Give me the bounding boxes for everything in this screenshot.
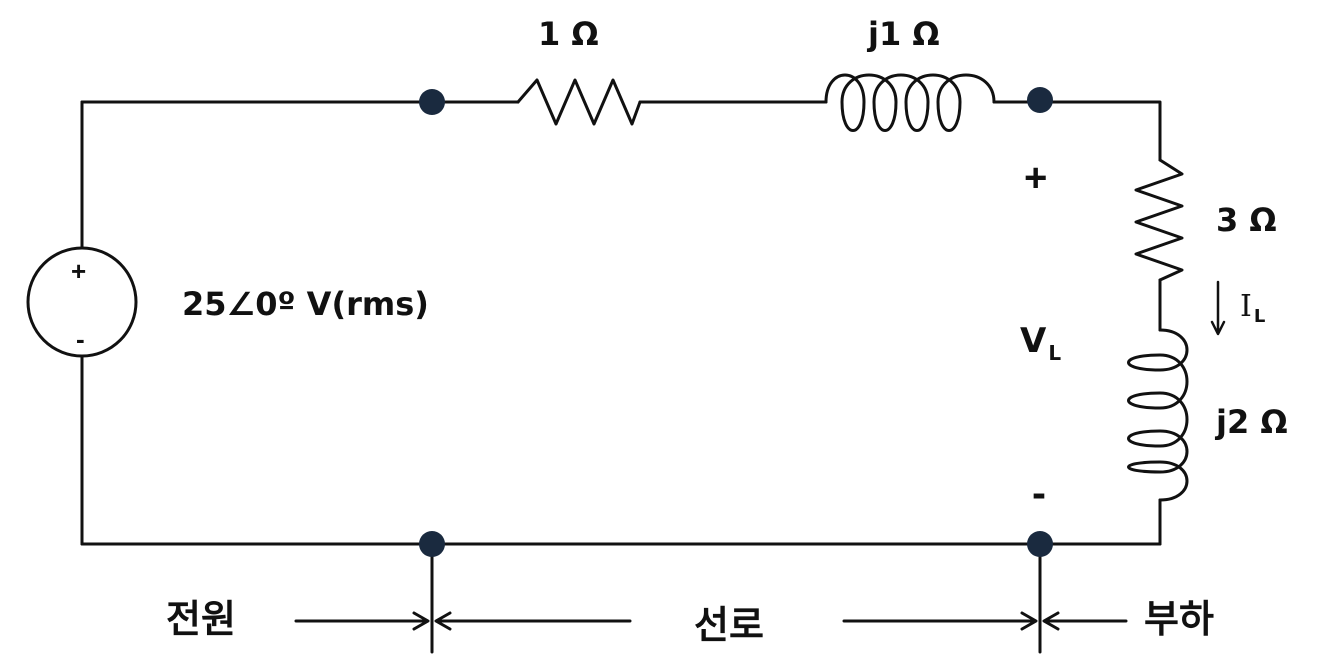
- load-section-label: 부하: [1144, 597, 1214, 641]
- line-section-arrow-right: [842, 611, 1038, 631]
- source-voltage-label: 25∠0º V(rms): [182, 285, 429, 323]
- load-current-subscript: L: [1253, 306, 1266, 327]
- source-minus-sign: -: [76, 324, 85, 354]
- line-inductor-label: j1 Ω: [868, 15, 940, 53]
- load-section-arrow: [1042, 611, 1128, 631]
- source-section-label: 전원: [166, 597, 236, 641]
- load-voltage-symbol: V: [1020, 321, 1047, 361]
- node-top-left: [419, 89, 445, 115]
- load-voltage-plus-sign: +: [1024, 156, 1048, 200]
- source-plus-sign: +: [71, 256, 87, 286]
- load-resistor-label: 3 Ω: [1216, 201, 1277, 239]
- line-resistor-label: 1 Ω: [538, 15, 599, 53]
- source-section-arrow: [294, 611, 430, 631]
- load-resistor-symbol: [1134, 158, 1184, 282]
- load-voltage-subscript: L: [1048, 341, 1062, 365]
- line-inductor-symbol: [824, 73, 996, 132]
- node-bottom-left: [419, 531, 445, 557]
- load-voltage-minus-sign: -: [1032, 469, 1046, 516]
- load-inductor-symbol: [1127, 328, 1189, 502]
- line-section-label: 선로: [694, 603, 764, 647]
- load-current-symbol: I: [1240, 289, 1252, 324]
- node-top-right: [1027, 87, 1053, 113]
- line-resistor-symbol: [516, 78, 642, 126]
- node-bottom-right: [1027, 531, 1053, 557]
- line-section-arrow-left: [434, 611, 632, 631]
- current-arrow: [1210, 280, 1226, 336]
- load-inductor-label: j2 Ω: [1216, 403, 1288, 441]
- voltage-source-symbol: [26, 246, 138, 358]
- wire-top-right: [992, 100, 1162, 162]
